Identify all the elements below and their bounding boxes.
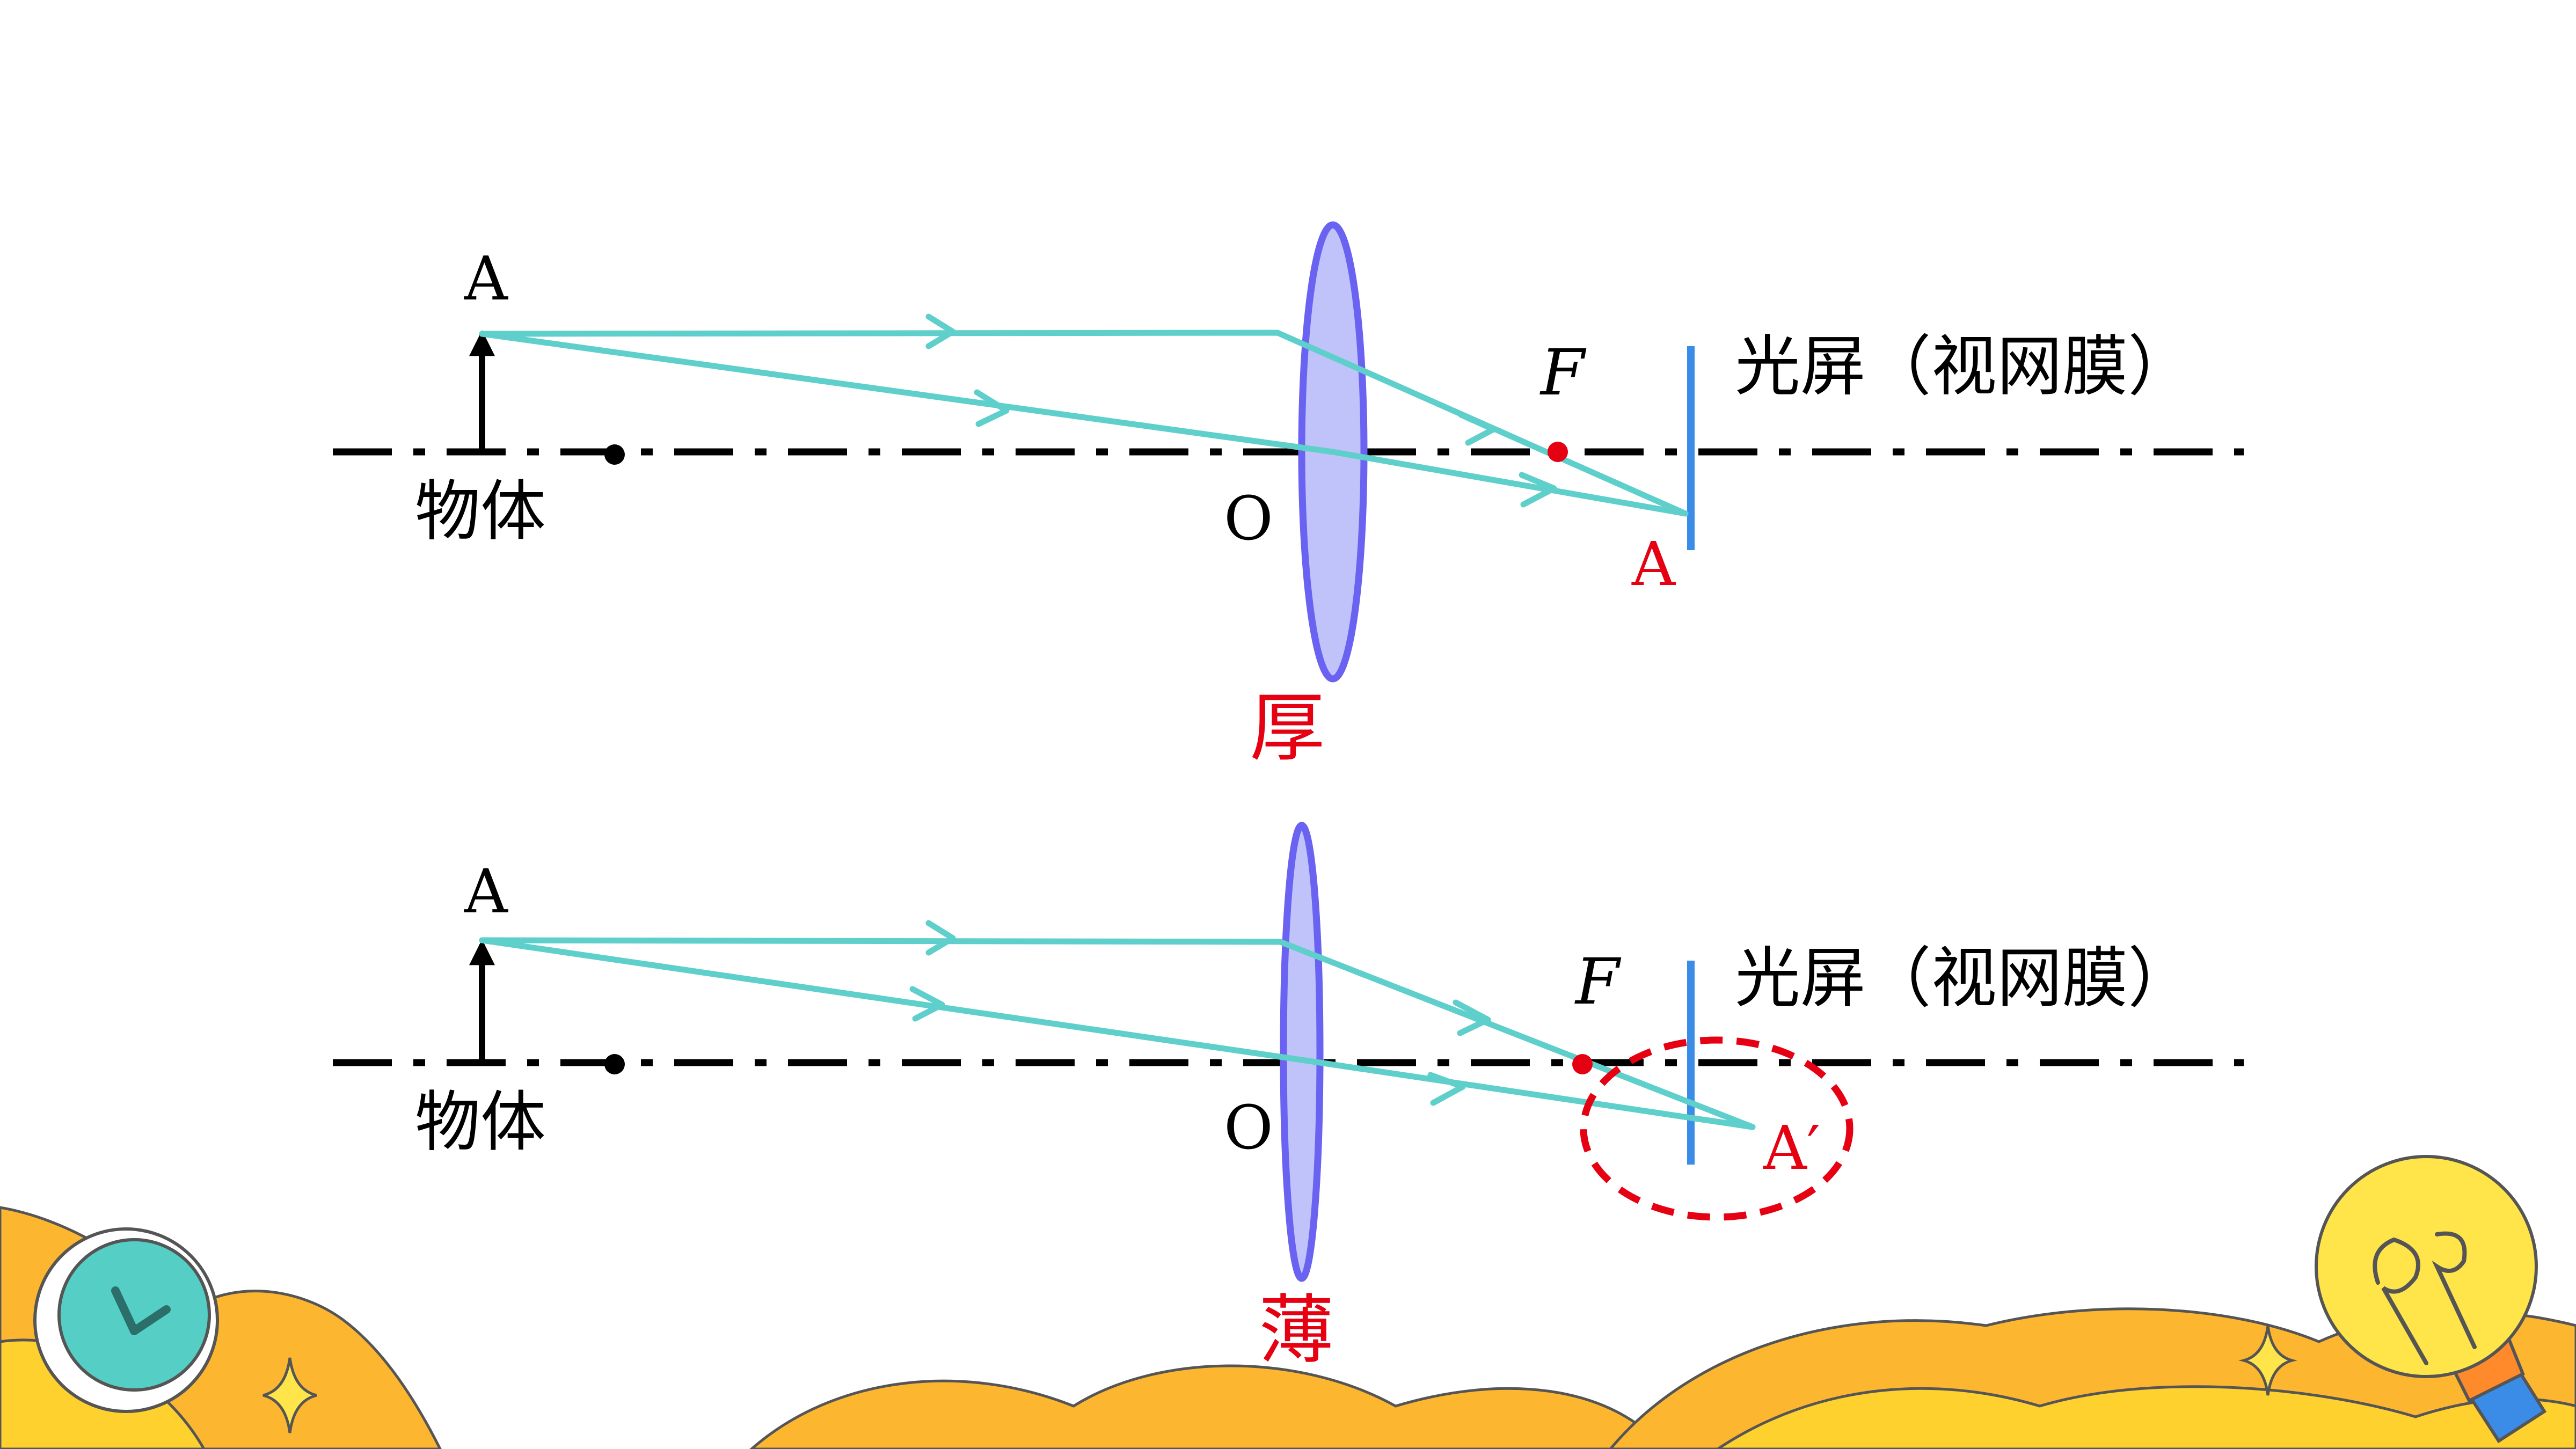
focal-point-left xyxy=(604,1054,625,1074)
center-ray xyxy=(479,937,1756,1130)
center-label: O xyxy=(1224,1093,1273,1163)
diagram-thin-lens: A 物体 O F A′ 光屏（视网膜） 薄 xyxy=(333,822,2244,1374)
image-label: A′ xyxy=(1763,1114,1820,1183)
focus-label: F xyxy=(1539,335,1587,409)
ray-arrowhead xyxy=(974,389,1010,427)
ray-arrowhead xyxy=(1458,412,1497,446)
focus-point xyxy=(1548,442,1568,462)
focal-point-left xyxy=(604,444,625,465)
focus-point xyxy=(1572,1054,1593,1074)
parallel-ray xyxy=(479,937,1756,1130)
ray-arrowhead xyxy=(1519,472,1557,508)
ray-arrowhead xyxy=(1453,999,1491,1036)
clock-icon xyxy=(33,1227,219,1413)
lens-type-label: 薄 xyxy=(1259,1287,1334,1374)
screen-label: 光屏（视网膜） xyxy=(1735,940,2193,1016)
screen-label: 光屏（视网膜） xyxy=(1735,328,2193,405)
light-rays xyxy=(479,313,1689,517)
center-label: O xyxy=(1224,484,1273,554)
ray-arrowhead xyxy=(909,986,945,1022)
ray-arrowhead xyxy=(1427,1072,1466,1106)
center-ray xyxy=(479,331,1689,517)
sparkle-icon xyxy=(2238,1325,2297,1396)
light-bulb-icon xyxy=(2315,1155,2547,1444)
thin-lens xyxy=(1280,822,1324,1282)
lens-type-label: 厚 xyxy=(1250,685,1325,772)
highlight-circle xyxy=(1580,1036,1853,1221)
diagram-thick-lens: A 物体 O F A 光屏（视网膜） 厚 xyxy=(333,221,2244,772)
ray-arrowhead xyxy=(925,920,956,956)
image-label: A xyxy=(1631,530,1676,599)
sparkle-icon xyxy=(262,1357,317,1433)
point-a-label: A xyxy=(464,857,508,927)
ray-arrowhead xyxy=(925,313,956,349)
light-rays xyxy=(479,920,1756,1130)
object-label: 物体 xyxy=(415,1084,546,1160)
focus-label: F xyxy=(1574,945,1622,1019)
orange-wave-mid xyxy=(749,1364,1666,1449)
object-label: 物体 xyxy=(415,473,546,550)
point-a-label: A xyxy=(464,244,508,314)
